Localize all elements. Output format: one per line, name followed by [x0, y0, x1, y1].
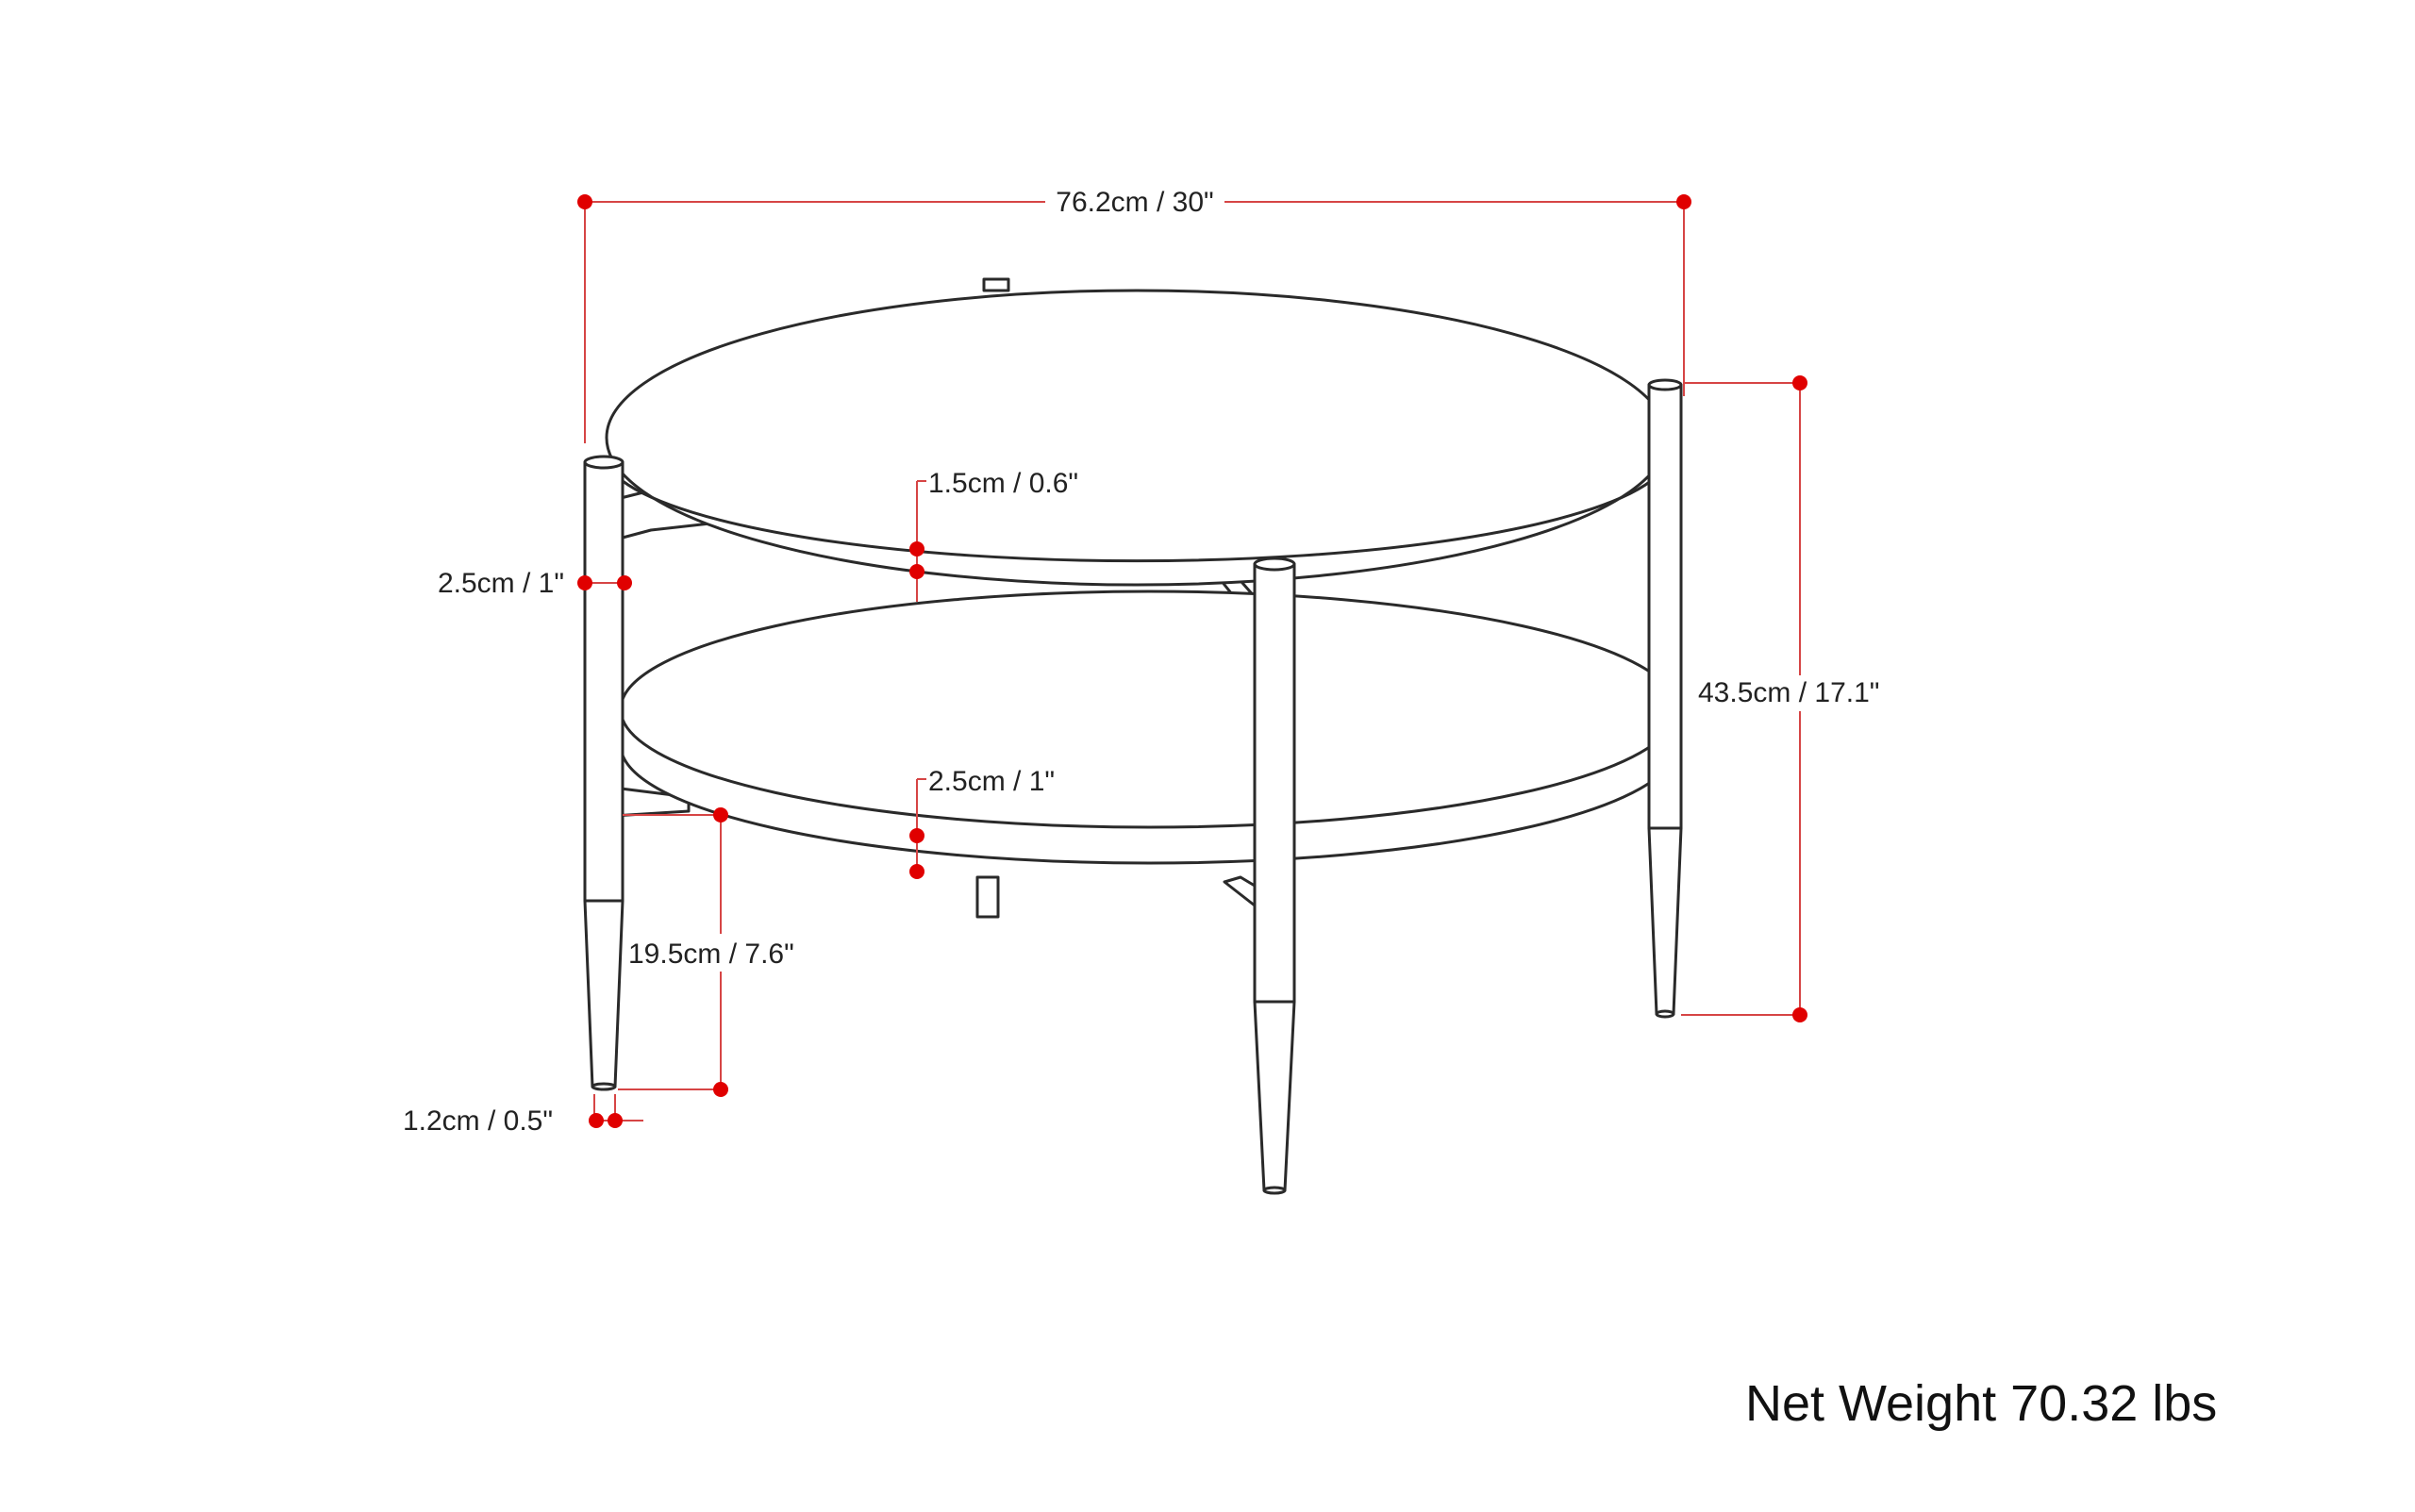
dimension-width: 76.2cm / 30"	[577, 184, 1691, 443]
dimension-leg-width: 2.5cm / 1"	[438, 568, 632, 599]
dimension-label-shelf-thickness: 2.5cm / 1"	[928, 766, 1055, 797]
back-bracket	[982, 277, 1010, 292]
dimension-dot	[909, 864, 924, 879]
net-weight-label: Net Weight 70.32 lbs	[1745, 1375, 2217, 1432]
dimension-label-height: 43.5cm / 17.1"	[1698, 677, 1879, 708]
dimension-label-top-thickness: 1.5cm / 0.6"	[928, 468, 1078, 499]
dimension-dot	[617, 575, 632, 590]
dimension-dot	[608, 1113, 623, 1128]
dimension-dot	[1792, 1007, 1807, 1022]
dimension-top-thickness: 1.5cm / 0.6"	[909, 468, 1078, 602]
dimension-label-width: 76.2cm / 30"	[1056, 187, 1213, 218]
dimension-height: 43.5cm / 17.1"	[1681, 375, 1896, 1022]
dimension-dot	[577, 575, 592, 590]
dimension-dot	[589, 1113, 604, 1128]
leg-front-left	[583, 455, 625, 1091]
dimension-leg-tip: 1.2cm / 0.5"	[403, 1094, 643, 1137]
leg-back-left	[975, 875, 1000, 919]
dimension-dot	[713, 807, 728, 822]
dimension-dot	[909, 828, 924, 843]
dimension-label-leg-width: 2.5cm / 1"	[438, 568, 564, 599]
table-top	[605, 289, 1669, 587]
dimension-dot	[1792, 375, 1807, 390]
dimension-dot	[713, 1082, 728, 1097]
dimension-dot	[1676, 194, 1691, 209]
dimension-shelf-clearance: 19.5cm / 7.6"	[618, 807, 811, 1097]
leg-front-right	[1253, 557, 1296, 1195]
dimension-shelf-thickness: 2.5cm / 1"	[909, 766, 1055, 879]
bottom-shelf	[619, 590, 1679, 865]
dimension-label-shelf-clearance: 19.5cm / 7.6"	[628, 939, 794, 970]
dimension-dot	[577, 194, 592, 209]
leg-back-right	[1647, 378, 1683, 1019]
coffee-table-drawing	[583, 277, 1683, 1195]
dimension-label-leg-tip: 1.2cm / 0.5"	[403, 1105, 553, 1137]
dimension-dot	[909, 564, 924, 579]
dimension-dot	[909, 541, 924, 557]
